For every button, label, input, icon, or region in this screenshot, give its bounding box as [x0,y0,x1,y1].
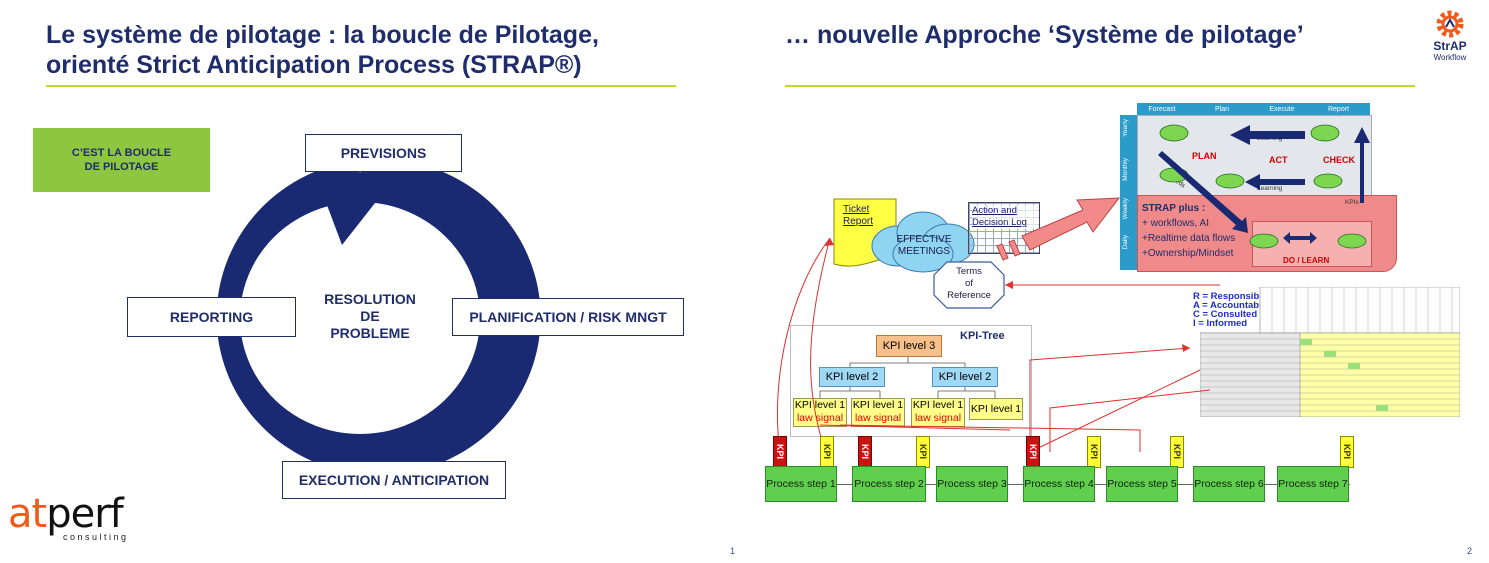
raci-c: C = Consulted [1193,309,1258,320]
kpi-level1-d: KPI level 1 [969,398,1023,420]
loop-execution: EXECUTION / ANTICIPATION [282,461,506,499]
strap-logo: StrAP Workflow [1420,8,1480,70]
flag-red-1: KPI [773,436,787,468]
left-title-line1: Le système de pilotage : la boucle de Pi… [46,21,599,49]
kpi-tree-title: KPI-Tree [960,330,1005,342]
grid-col-plan: Plan [1187,103,1257,115]
kpi-level1-b-label: KPI level 1 [852,399,904,411]
raci-r: R = Responsible [1193,291,1268,302]
atperf-logo-main: atperf [8,491,124,537]
center-line3: PROBLEME [330,325,410,341]
effective-meetings-cloud [871,211,975,273]
process-step-7: Process step 7 [1277,466,1349,502]
grid-col-forecast: Forecast [1137,103,1187,115]
grid-col-report: Report [1307,103,1370,115]
grid-arrows [1158,124,1370,249]
kpi-level1-a: KPI level 1 law signal [793,398,847,427]
piloting-loop-ring [216,152,541,475]
process-step-2: Process step 2 [852,466,926,502]
grid-check-label: CHECK [1323,155,1356,165]
loop-note: C’EST LA BOUCLE DE PILOTAGE [33,128,210,192]
kpi-level1-c-label: KPI level 1 [912,399,964,411]
flag-red-3: KPI [1026,436,1040,468]
atperf-logo: atperf consulting [8,494,158,552]
process-step-1: Process step 1 [765,466,837,502]
raci-legend: R = Responsible A = Accountable C = Cons… [1193,291,1268,329]
kpi-tree-frame [790,325,1032,437]
strap-plus-l3: +Ownership/Mindset [1142,248,1234,259]
process-step-6: Process step 6 [1193,466,1265,502]
kpi-tree-connectors [819,355,996,398]
center-line1: RESOLUTION [324,291,416,307]
flag-yellow-4: KPI [1170,436,1184,468]
effective-meetings-label: EFFECTIVE MEETINGS [883,234,965,258]
gear-icon [1436,10,1464,38]
left-title-line2: orienté Strict Anticipation Process (STR… [46,51,582,79]
grid-plan-label: PLAN [1192,151,1217,161]
center-line2: DE [360,308,380,324]
strap-grid: Forecast Plan Execute Report Yearly Mont… [1120,103,1397,272]
loop-reporting: REPORTING [127,297,296,337]
flag-yellow-5: KPI [1340,436,1354,468]
effective-meetings-l2: MEETINGS [897,246,951,257]
loop-ring-shape [216,158,541,475]
flag-yellow-2: KPI [916,436,930,468]
kpi-level1-d-label: KPI level 1 [970,402,1022,415]
grid-row-labels [1120,115,1137,270]
action-log-label: Action and Decision Log [972,205,1038,229]
left-title-rule [46,85,676,87]
raci-i: I = Informed [1193,318,1248,329]
loop-planification: PLANIFICATION / RISK MNGT [452,298,684,336]
grid-dolearn-label: DO / LEARN [1283,256,1330,265]
page-number-2: 2 [1467,546,1473,556]
grid-act-label: ACT [1269,155,1288,165]
raci-a: A = Accountable [1193,300,1267,311]
kpi-level1-b-signal: law signal [854,412,902,424]
terms-label: Terms of Reference [938,266,1000,302]
terms-l2: of [965,278,973,289]
strap-plus-title: STRAP plus : [1142,203,1206,214]
flag-red-2: KPI [858,436,872,468]
loop-center-text: RESOLUTION DE PROBLEME [310,291,430,342]
loop-arrowhead [307,152,390,245]
kpi-level1-c-signal: law signal [914,412,962,424]
pink-flow-arrow [996,197,1121,261]
page-number-1: 1 [730,546,736,556]
flag-yellow-1: KPI [820,436,834,468]
process-step-5: Process step 5 [1106,466,1178,502]
process-step-3: Process step 3 [936,466,1008,502]
strap-plus-l2: +Realtime data flows [1142,233,1236,244]
kpi-level1-a-signal: law signal [796,412,844,424]
strap-logo-main: StrAP [1433,39,1467,53]
raci-matrix [1200,287,1460,417]
ticket-report-label: Ticket Report [843,204,874,227]
kpi-level1-c: KPI level 1 law signal [911,398,965,427]
process-step-4: Process step 4 [1023,466,1095,502]
strap-logo-sub: Workflow [1433,53,1467,62]
strap-plus-text: STRAP plus : + workflows, AI +Realtime d… [1142,201,1235,261]
left-title: Le système de pilotage : la boucle de Pi… [46,20,696,80]
loop-previsions: PREVISIONS [305,134,462,172]
grid-learning2: Learning [1257,185,1283,192]
terms-octagon [933,261,1005,309]
effective-meetings-l1: EFFECTIVE [896,234,952,245]
kpi-level1-b: KPI level 1 law signal [851,398,905,427]
kpi-level1-a-label: KPI level 1 [794,399,846,411]
kpi-level3: KPI level 3 [876,335,942,357]
terms-l1: Terms [956,266,982,277]
right-title: … nouvelle Approche ‘Système de pilotage… [785,21,1304,49]
strap-plus-l1: + workflows, AI [1142,218,1209,229]
kpi-level2-a: KPI level 2 [819,367,885,387]
grid-col-execute: Execute [1257,103,1307,115]
flag-yellow-3: KPI [1087,436,1101,468]
kpi-level2-b: KPI level 2 [932,367,998,387]
grid-kpis: KPIs [1345,199,1359,206]
feedback-lines [776,237,1220,453]
right-title-rule [785,85,1415,87]
atperf-logo-sub: consulting [63,532,129,542]
terms-l3: Reference [947,290,991,301]
